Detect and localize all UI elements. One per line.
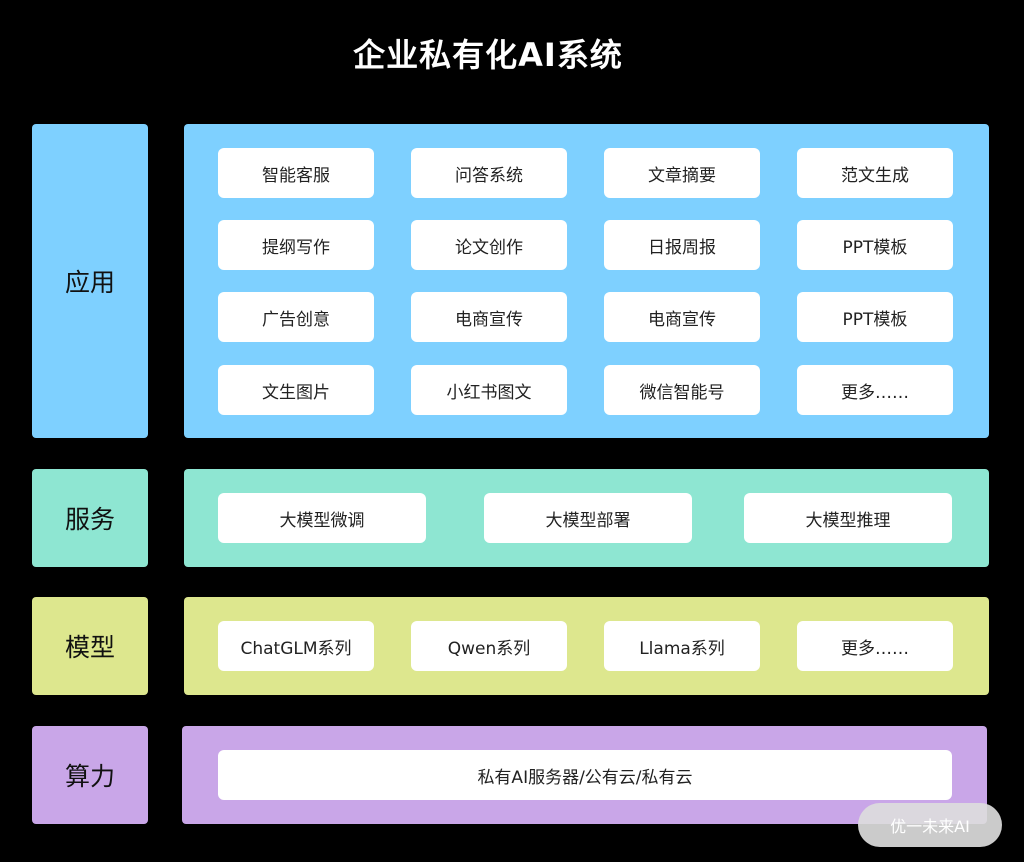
app-item: 小红书图文 [411,365,567,415]
app-item: 文章摘要 [604,148,760,198]
app-item: 文生图片 [218,365,374,415]
model-item: 更多…… [797,621,953,671]
model-item: Llama系列 [604,621,760,671]
model-item: ChatGLM系列 [218,621,374,671]
app-item: 论文创作 [411,220,567,270]
app-item: PPT模板 [797,292,953,342]
compute-item: 私有AI服务器/公有云/私有云 [218,750,952,800]
app-item: 广告创意 [218,292,374,342]
app-item: 问答系统 [411,148,567,198]
layer-label-application: 应用 [32,124,148,438]
app-item: 智能客服 [218,148,374,198]
service-item: 大模型部署 [484,493,692,543]
layer-label-service: 服务 [32,469,148,567]
app-item: 提纲写作 [218,220,374,270]
diagram-title: 企业私有化AI系统 [353,36,623,74]
layer-panel-application: 智能客服 问答系统 文章摘要 范文生成 提纲写作 论文创作 日报周报 PPT模板… [184,124,989,438]
app-item: 范文生成 [797,148,953,198]
model-item: Qwen系列 [411,621,567,671]
app-item: 日报周报 [604,220,760,270]
layer-label-model: 模型 [32,597,148,695]
watermark-badge: 优一未来AI [858,803,1002,847]
app-item: 微信智能号 [604,365,760,415]
layer-panel-service: 大模型微调 大模型部署 大模型推理 [184,469,989,567]
layer-panel-model: ChatGLM系列 Qwen系列 Llama系列 更多…… [184,597,989,695]
service-item: 大模型微调 [218,493,426,543]
layer-panel-compute: 私有AI服务器/公有云/私有云 [182,726,987,824]
app-item: 电商宣传 [411,292,567,342]
app-item: 更多…… [797,365,953,415]
app-item: PPT模板 [797,220,953,270]
app-item: 电商宣传 [604,292,760,342]
service-item: 大模型推理 [744,493,952,543]
layer-label-compute: 算力 [32,726,148,824]
